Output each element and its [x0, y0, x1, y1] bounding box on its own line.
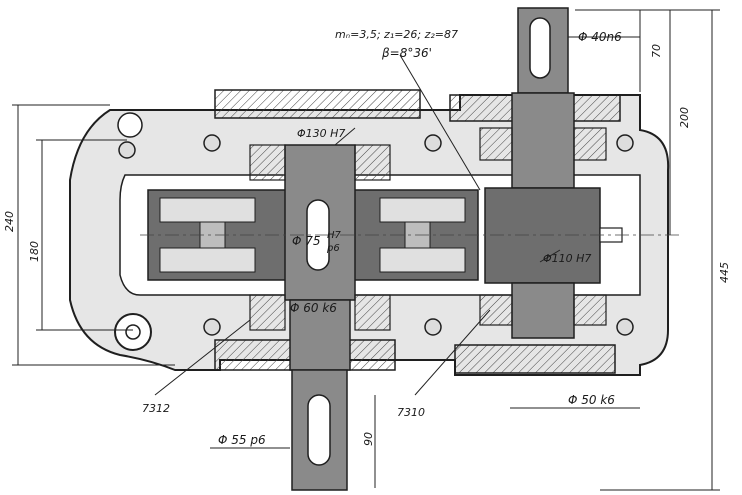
shaft-right-diameter: Φ 50 k6: [568, 393, 615, 407]
bolt-icon: [203, 134, 221, 152]
bearing-seat-diameter: Φ 60 k6: [290, 301, 337, 315]
bolt-icon: [118, 141, 136, 159]
bearing-left-label: 7312: [142, 402, 170, 415]
pinion-gear: [484, 187, 601, 284]
bearing-right-label: 7310: [397, 406, 425, 419]
bore-top-diameter: Φ130 H7: [297, 127, 345, 140]
dim-180: 180: [28, 241, 41, 262]
output-shaft: [284, 144, 356, 491]
bearing-7310: [479, 127, 607, 326]
keyway-icon: [529, 17, 551, 79]
bolts: [114, 112, 634, 351]
dim-240: 240: [3, 211, 16, 232]
gear-fit-hole: H7: [327, 230, 342, 241]
shaft-top-diameter: Φ 40n6: [578, 30, 622, 44]
bore-right-diameter: Φ110 H7: [543, 252, 591, 265]
dim-445: 445: [718, 262, 731, 283]
helix-angle-label: β=8°36': [381, 46, 432, 60]
lifting-eye-icon: [117, 112, 143, 138]
bolt-icon: [616, 318, 634, 336]
dim-200: 200: [678, 107, 691, 128]
dim-70: 70: [650, 44, 663, 58]
input-shaft: [484, 7, 623, 339]
keyway-icon: [307, 394, 331, 466]
bolt-icon: [616, 134, 634, 152]
bolt-icon: [203, 318, 221, 336]
dim-90: 90: [362, 432, 375, 446]
bolt-icon: [424, 134, 442, 152]
gear-fit-shaft: p6: [326, 243, 340, 254]
dimension-lines: [12, 9, 720, 491]
bolt-icon: [424, 318, 442, 336]
bearing-7312: [249, 144, 391, 331]
shaft-bottom-diameter: Φ 55 p6: [218, 433, 266, 447]
gear-fit-diameter: Φ 75: [292, 234, 321, 248]
gear-params-label: mₙ=3,5; z₁=26; z₂=87: [335, 28, 458, 41]
